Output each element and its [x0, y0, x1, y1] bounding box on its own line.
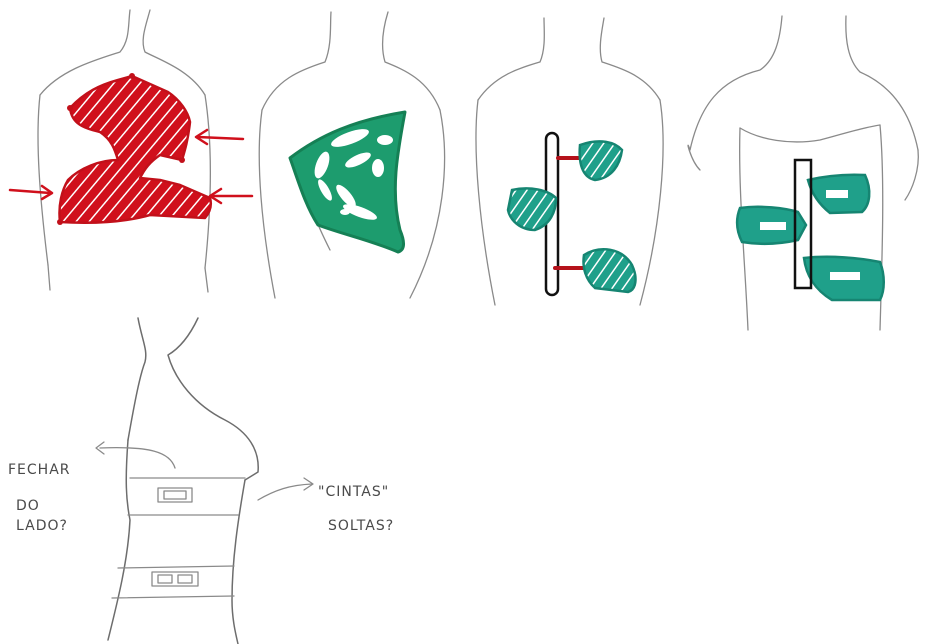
- arrow-left-icon: [210, 189, 252, 203]
- arrow-left-icon: [196, 130, 243, 144]
- annotation-fechar-do-lado: FECHAR DO LADO?: [8, 462, 71, 534]
- curved-arrow-icon: [258, 484, 312, 500]
- annotation-fechar: FECHAR: [8, 462, 71, 478]
- annotation-do: DO: [16, 498, 40, 514]
- annotation-cintas: "CINTAS": [318, 484, 389, 500]
- annotation-cintas-soltas: "CINTAS" SOLTAS?: [318, 484, 394, 534]
- curved-arrow-icon: [100, 448, 175, 468]
- side-view-sketch: [96, 318, 313, 644]
- annotation-soltas: SOLTAS?: [328, 518, 394, 534]
- teal-strap-garment: [737, 160, 884, 300]
- green-panel-garment: [290, 112, 405, 252]
- annotation-lado: LADO?: [16, 518, 68, 534]
- torso-sketch-3: [476, 18, 663, 305]
- buckle-icon: [152, 572, 198, 586]
- teal-cup-garment: [508, 133, 635, 295]
- red-wrap-garment: [57, 73, 211, 225]
- buckle-icon: [158, 488, 192, 502]
- arrow-right-icon: [10, 186, 52, 199]
